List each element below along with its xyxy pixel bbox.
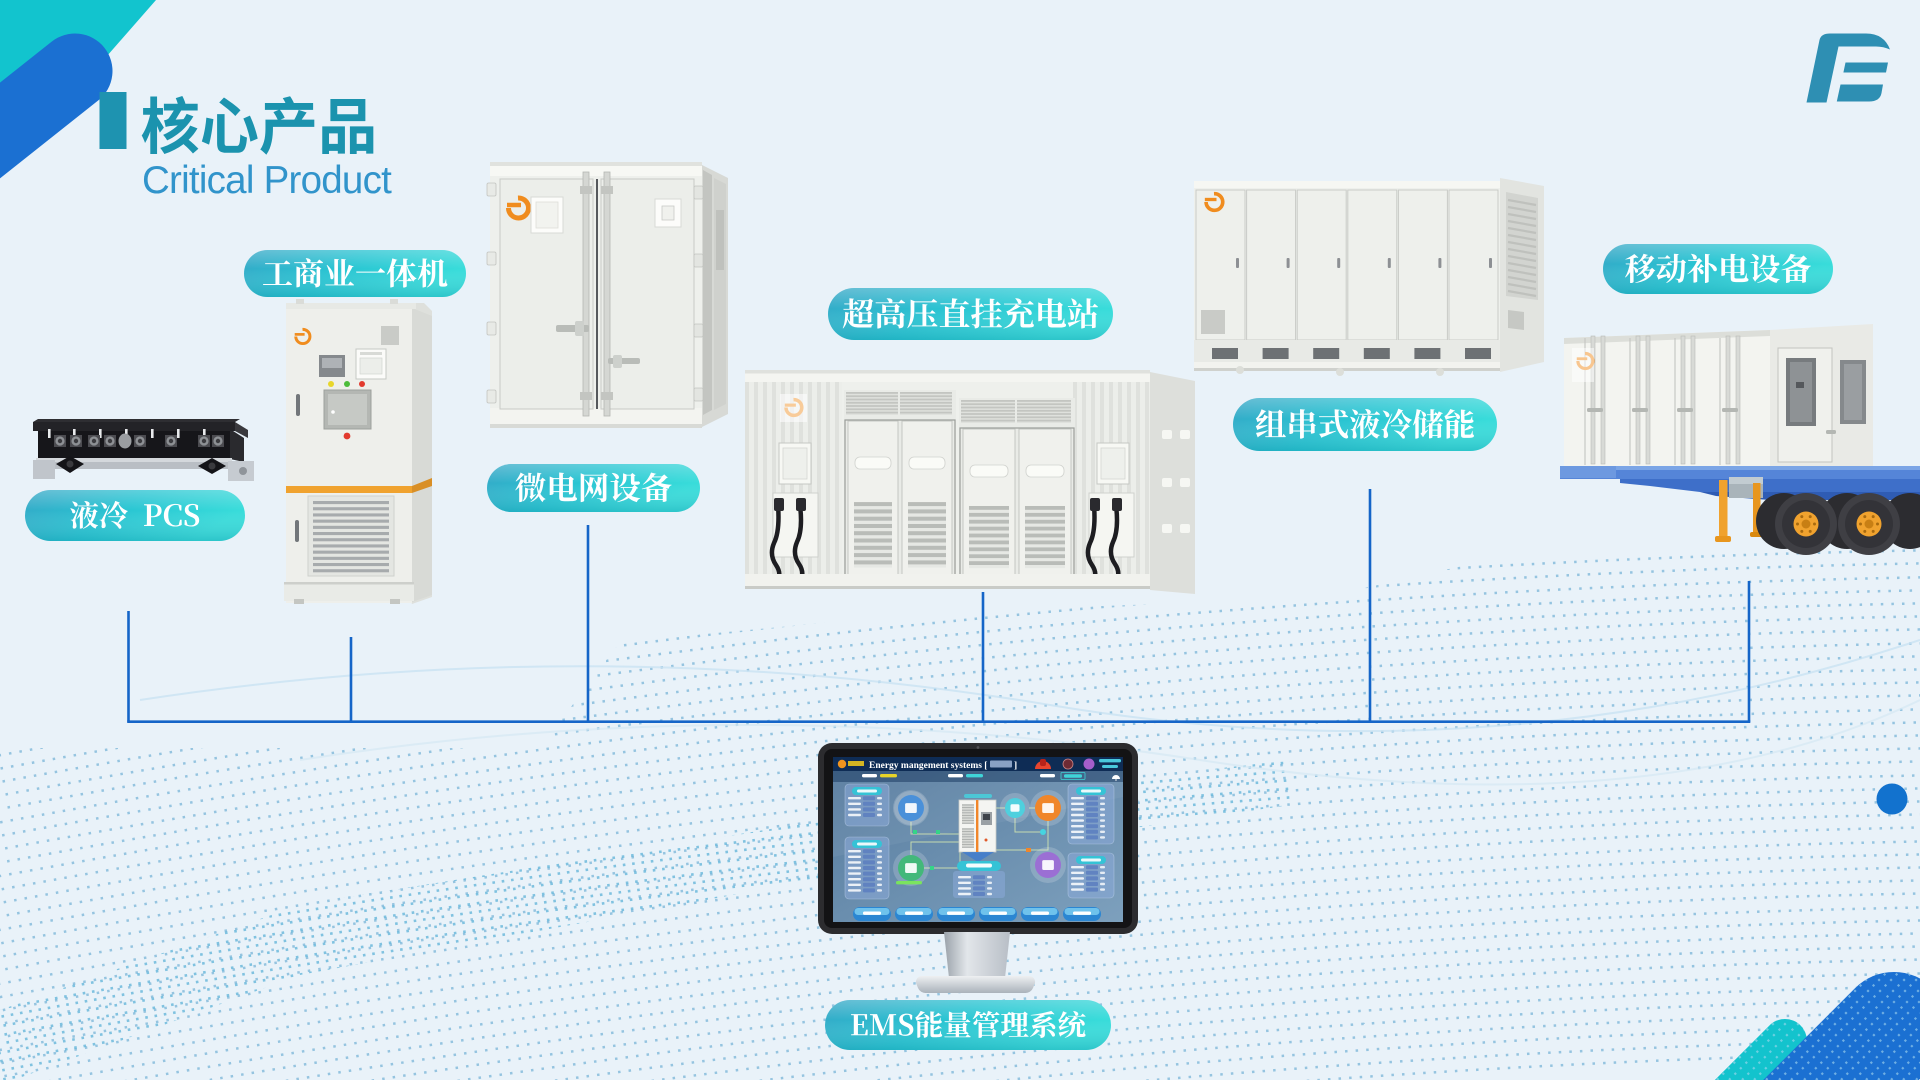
svg-text:Critical Product: Critical Product	[142, 159, 392, 202]
svg-text:]: ]	[1014, 761, 1017, 771]
svg-text:Energy mangement systems [: Energy mangement systems [	[869, 761, 987, 771]
